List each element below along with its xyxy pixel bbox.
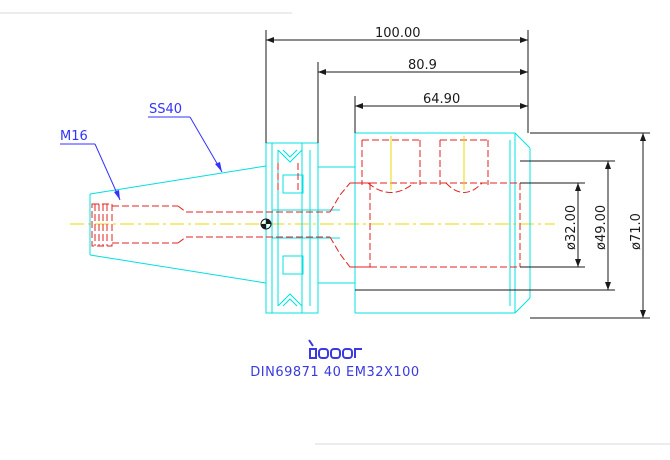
label-taper: SS40 — [149, 102, 182, 117]
flange — [265, 142, 340, 314]
brand-logo — [308, 339, 362, 359]
gauge-point-marker — [260, 218, 272, 230]
dim-length-body: 64.90 — [423, 92, 460, 107]
leader-arrows — [114, 162, 222, 200]
part-designation: DIN69871 40 EM32X100 — [250, 365, 420, 380]
dimension-arrows-vertical — [575, 133, 646, 318]
main-body — [317, 132, 531, 314]
screw-centerlines — [390, 136, 465, 190]
dim-diameter-bore: ø32.00 — [564, 205, 579, 250]
dim-diameter-flange: ø71.0 — [629, 213, 644, 250]
leader-lines — [60, 116, 223, 201]
dimension-arrows-horizontal — [266, 37, 528, 109]
dim-diameter-body: ø49.00 — [594, 205, 609, 250]
hidden-features — [91, 139, 521, 268]
dimension-lines-vertical — [355, 132, 650, 319]
label-thread: M16 — [60, 129, 88, 144]
dim-length-overall: 100.00 — [375, 26, 421, 41]
dim-length-mid: 80.9 — [408, 58, 437, 73]
dimension-lines-horizontal — [265, 30, 529, 143]
